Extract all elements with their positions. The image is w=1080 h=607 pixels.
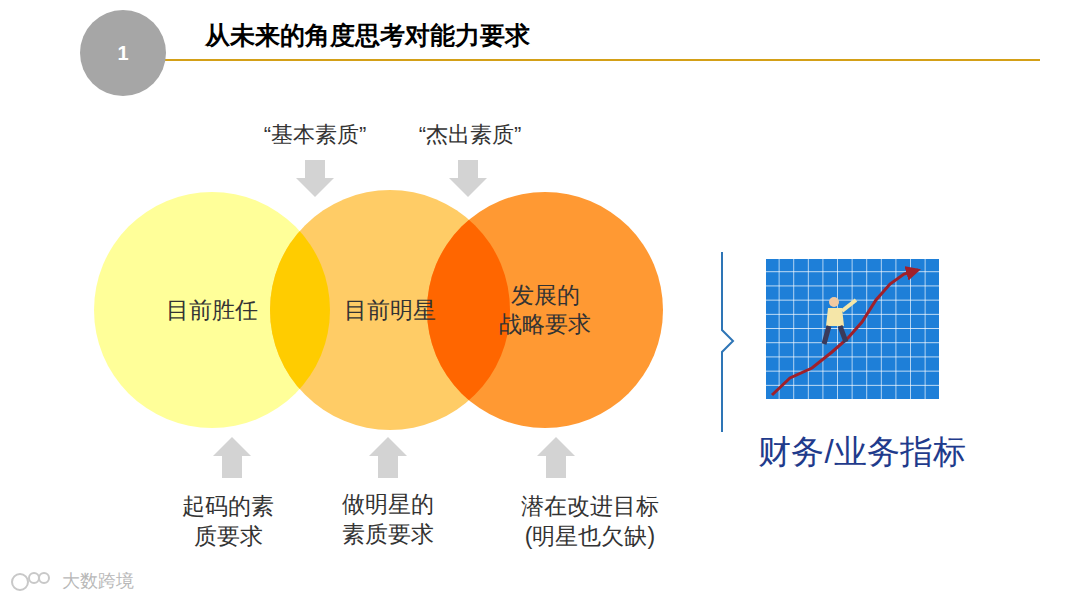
node-text-box: 1 xyxy=(117,41,128,66)
overlap-left xyxy=(270,190,510,430)
label-holder: 做明星的 素质要求 xyxy=(342,490,434,550)
label-holder: 财务/业务指标 xyxy=(758,431,965,474)
node-label: 目前胜任 xyxy=(166,296,258,325)
number-circle: 1 xyxy=(80,10,166,96)
bracket xyxy=(722,252,733,432)
up-arrow xyxy=(213,437,251,478)
metric-label: 财务/业务指标 xyxy=(758,431,965,474)
quality-label: “基本素质” xyxy=(264,121,367,150)
title-rule xyxy=(165,59,1040,61)
requirement-label: 潜在改进目标 (明星也欠缺) xyxy=(521,492,659,552)
down-arrow xyxy=(449,160,487,197)
requirement-label: 做明星的 素质要求 xyxy=(342,490,434,550)
node-text-box: 目前胜任 xyxy=(166,296,258,325)
trend-line xyxy=(772,270,918,395)
circle-fill xyxy=(427,192,663,428)
label-holder: 起码的素 质要求 xyxy=(182,492,274,552)
up-arrow xyxy=(369,437,407,478)
up-arrow xyxy=(537,437,575,478)
node-text-box: 目前明星 xyxy=(344,296,436,325)
circle-outline xyxy=(427,192,663,428)
label-holder: 大数跨境 xyxy=(62,570,134,593)
requirement-label: 起码的素 质要求 xyxy=(182,492,274,552)
label-holder: “基本素质” xyxy=(264,121,367,150)
chart-ground xyxy=(765,258,940,400)
chart-illustration xyxy=(765,258,940,400)
quality-label: “杰出素质” xyxy=(419,121,522,150)
node-label: 1 xyxy=(117,41,128,66)
venn-circle: 发展的 战略要求 xyxy=(427,192,663,428)
node-label: 发展的 战略要求 xyxy=(499,281,591,339)
node-text-box: 发展的 战略要求 xyxy=(499,281,591,339)
climber-figure xyxy=(824,297,856,344)
down-arrow xyxy=(296,160,334,197)
chart-grid xyxy=(765,258,940,400)
label-holder: “杰出素质” xyxy=(419,121,522,150)
watermark: 大数跨境 xyxy=(62,570,134,593)
title: 从未来的角度思考对能力要求 xyxy=(205,19,530,52)
node-label: 目前明星 xyxy=(344,296,436,325)
watermark-logo xyxy=(12,573,49,590)
circle-fill xyxy=(80,10,166,96)
overlap-right xyxy=(270,190,510,430)
label-holder: 潜在改进目标 (明星也欠缺) xyxy=(521,492,659,552)
